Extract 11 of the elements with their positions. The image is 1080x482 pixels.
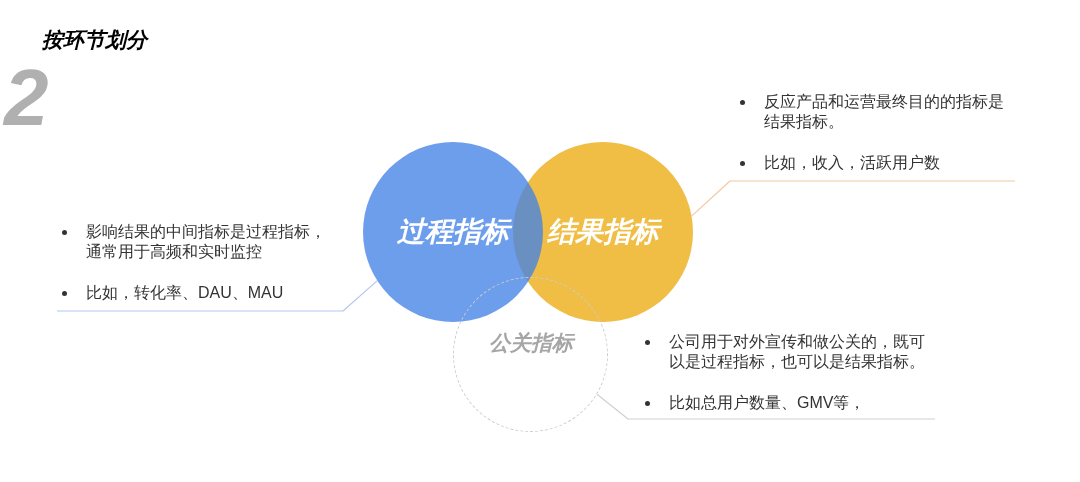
leader-line [691, 180, 1016, 217]
bullet-text: 公司用于对外宣传和做公关的，既可以是过程指标，也可以是结果指标。 [669, 332, 926, 372]
bullet-text: 比如，收入，活跃用户数 [764, 153, 941, 173]
bullet-text: 比如总用户数量、GMV等， [669, 393, 867, 413]
slide-number: 2 [4, 58, 49, 138]
leader-line [596, 393, 936, 420]
bullet-text: 比如，转化率、DAU、MAU [86, 283, 285, 303]
bullet-text: 反应产品和运营最终目的的指标是结果指标。 [764, 92, 1005, 132]
bullet-text: 影响结果的中间指标是过程指标，通常用于高频和实时监控 [86, 222, 327, 262]
slide-title: 按环节划分 [42, 27, 147, 53]
leader-line [56, 280, 378, 312]
